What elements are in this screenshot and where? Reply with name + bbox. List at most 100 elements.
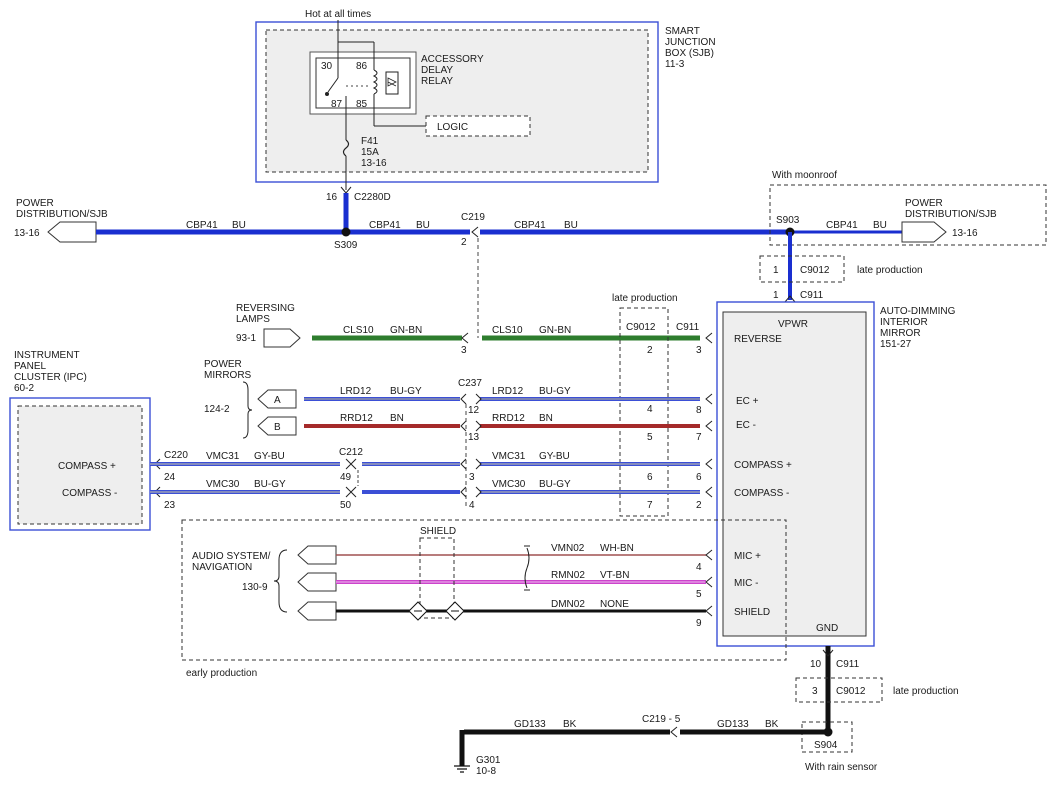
sjb-hot-label: Hot at all times [305,9,371,20]
late-pin-5: 5 [647,432,653,443]
wire-label-rrd12-2: RRD12 [492,413,525,424]
sjb-title-4: 11-3 [665,59,685,70]
mirror-title-2: INTERIOR [880,317,928,328]
mirrors-label-1: POWER [204,359,242,370]
rain-sensor-box [801,721,853,753]
c9012-bottom-name: C9012 [836,686,866,697]
c911-top-connector-icon [784,295,796,303]
mirror-pin-compass-plus: 6 [696,472,702,483]
late-pin-4: 4 [647,404,653,415]
wire-label-gybu-1: GY-BU [254,451,285,462]
c212-connector-icon-a [345,458,357,470]
mirror-title-4: 151-27 [880,339,912,350]
late-production-label: late production [612,293,678,304]
sjb-title-3: BOX (SJB) [665,48,714,59]
wire-label-vmn02: VMN02 [551,543,585,554]
reversing-label-2: LAMPS [236,314,270,325]
c237-connector-icon-a [460,393,482,405]
pd-right-connector-icon [901,221,947,243]
relay-pin-85: 85 [356,99,368,110]
wire-label-bugy-4: BU-GY [539,479,571,490]
c911-bottom-pin: 10 [810,659,822,670]
c219-connector-icon [471,226,479,238]
mirror-pin-ec-minus: 7 [696,432,702,443]
wire-label-bu-3: BU [564,220,578,231]
reversing-connector-icon [263,328,301,348]
compass-plus-connector-icon [705,458,713,470]
reverse-connector-icon [705,332,713,344]
wire-label-vmc30-1: VMC30 [206,479,240,490]
rain-sensor-label: With rain sensor [805,762,878,773]
mirror-compass-plus: COMPASS + [734,460,792,471]
sjb-pin-16: 16 [326,192,338,203]
relay-label-2: DELAY [421,65,453,76]
ground-icon [454,765,470,773]
wire-label-rmn02: RMN02 [551,570,585,581]
late-pin-7: 7 [647,500,653,511]
wire-label-lrd12-1: LRD12 [340,386,372,397]
late-c9012: C9012 [626,322,656,333]
s903-label: S903 [776,215,800,226]
wire-label-bu-1: BU [232,220,246,231]
logic-label: LOGIC [437,122,468,133]
ipc-label-2: PANEL [14,361,46,372]
fuse-label-1: F41 [361,136,379,147]
audio-ref: 130-9 [242,582,268,593]
wire-label-bn-1: BN [390,413,404,424]
wire-label-cls10-2: CLS10 [492,325,523,336]
g301-ref: 10-8 [476,766,496,777]
wire-label-gd133-1: GD133 [514,719,546,730]
c212-pin-50: 50 [340,500,352,511]
audio-mic-minus-connector-icon [297,572,337,592]
relay-diode-box [385,71,399,95]
mic-plus-connector-icon [705,549,713,561]
c911-bottom-name: C911 [836,659,860,670]
early-production-box [181,519,787,661]
fuse-label-3: 13-16 [361,158,387,169]
mirror-pin-mic-plus: 4 [696,562,702,573]
early-production-label: early production [186,668,257,679]
s309-label: S309 [334,240,358,251]
mirror-frame [716,301,875,647]
shield-box [419,537,455,619]
c2280d-label: C2280D [354,192,391,203]
reversing-label-1: REVERSING [236,303,295,314]
mirror-pin-shield: 9 [696,618,702,629]
audio-bracket-icon [273,549,288,613]
relay-label-3: RELAY [421,76,453,87]
audio-label-1: AUDIO SYSTEM/ [192,551,271,562]
wire-label-rrd12-1: RRD12 [340,413,373,424]
mirror-reverse: REVERSE [734,334,782,345]
c9012-bottom-pin: 3 [812,686,818,697]
c237-pin-12: 12 [468,405,480,416]
c911-top-name: C911 [800,290,824,301]
mirror-pin-reverse: 3 [696,345,702,356]
wire-label-cbp41-3: CBP41 [514,220,546,231]
pd-right-label-1: POWER [905,198,943,209]
wire-label-bk-2: BK [765,719,779,730]
wire-label-gybu-2: GY-BU [539,451,570,462]
mirrors-bracket-icon [242,381,253,439]
relay-pin-87: 87 [331,99,343,110]
ipc-compass-minus: COMPASS - [62,488,117,499]
c220-pin-24: 24 [164,472,176,483]
c911-top-pin: 1 [773,290,779,301]
c9012-top-box [759,255,845,283]
sjb-title-2: JUNCTION [665,37,716,48]
wire-label-gnbn-2: GN-BN [539,325,571,336]
wire-label-cbp41-1: CBP41 [186,220,218,231]
s309-splice [341,227,351,237]
relay-label-1: ACCESSORY [421,54,484,65]
shield-connector-icon [705,605,713,617]
mirror-b-connector-icon [257,416,297,436]
c212-connector-icon-b [345,486,357,498]
c219-label: C219 [461,212,485,223]
sjb-frame [255,21,659,183]
mirror-vpwr: VPWR [778,319,808,330]
reversing-ref: 93-1 [236,333,256,344]
wire-label-none: NONE [600,599,629,610]
logic-box [425,115,531,137]
mirror-mic-minus: MIC - [734,578,758,589]
mirror-compass-minus: COMPASS - [734,488,789,499]
sjb-title-1: SMART [665,26,700,37]
